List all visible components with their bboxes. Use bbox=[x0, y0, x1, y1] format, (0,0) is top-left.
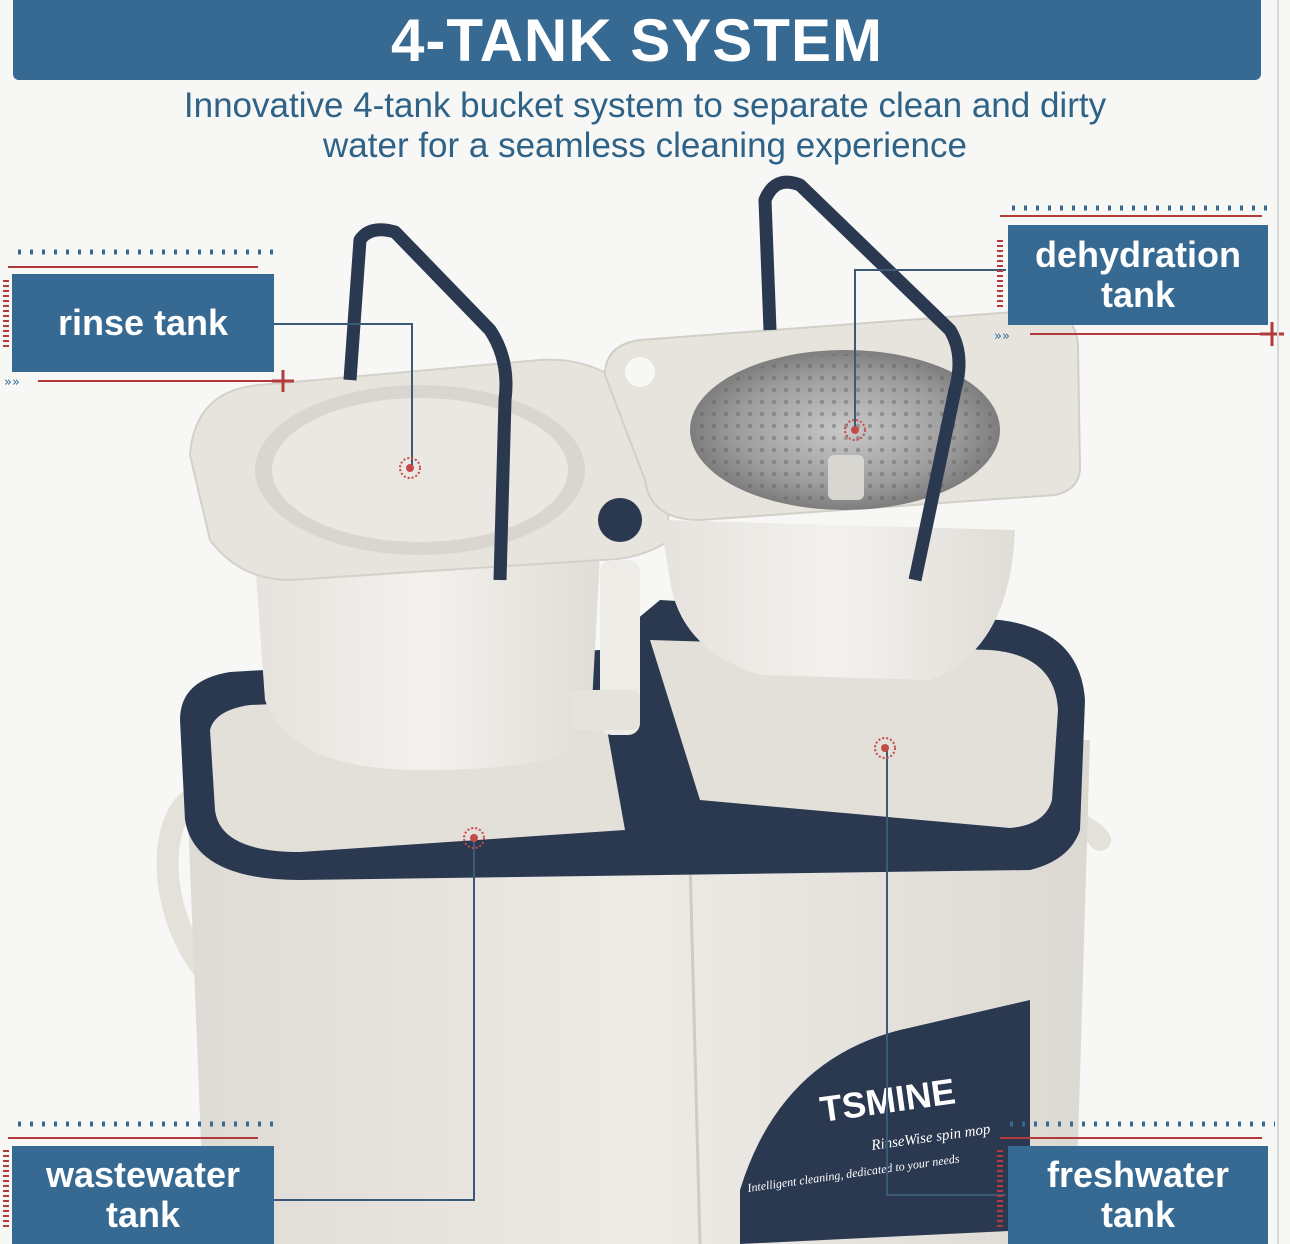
page-subtitle: Innovative 4-tank bucket system to separ… bbox=[60, 86, 1230, 166]
wastewater-tank-label: wastewater tank bbox=[12, 1146, 274, 1244]
callout-decorations: »» »» bbox=[3, 205, 1284, 1230]
dehydration-tank-line-1: dehydration bbox=[1034, 234, 1241, 275]
svg-text:»»: »» bbox=[994, 329, 1010, 344]
page-title: 4-TANK SYSTEM bbox=[391, 6, 883, 74]
target-markers bbox=[399, 419, 896, 849]
subtitle-line-1: Innovative 4-tank bucket system to separ… bbox=[183, 86, 1107, 125]
dehydration-tank-label: dehydration tank bbox=[1008, 225, 1268, 325]
svg-text:»»: »» bbox=[4, 375, 20, 390]
freshwater-tank-label: freshwater tank bbox=[1008, 1146, 1268, 1244]
freshwater-tank-line-1: freshwater bbox=[1046, 1154, 1230, 1195]
subtitle-line-2: water for a seamless cleaning experience bbox=[323, 126, 967, 165]
rinse-tank-text: rinse tank bbox=[57, 302, 229, 343]
wastewater-tank-line-1: wastewater bbox=[45, 1154, 241, 1195]
rinse-tank-label: rinse tank bbox=[12, 274, 274, 372]
dehydration-tank-line-2: tank bbox=[1100, 274, 1176, 315]
title-banner: 4-TANK SYSTEM bbox=[13, 0, 1261, 80]
wastewater-tank-line-2: tank bbox=[105, 1194, 181, 1235]
page-edge bbox=[1277, 0, 1279, 1244]
freshwater-tank-line-2: tank bbox=[1100, 1194, 1176, 1235]
